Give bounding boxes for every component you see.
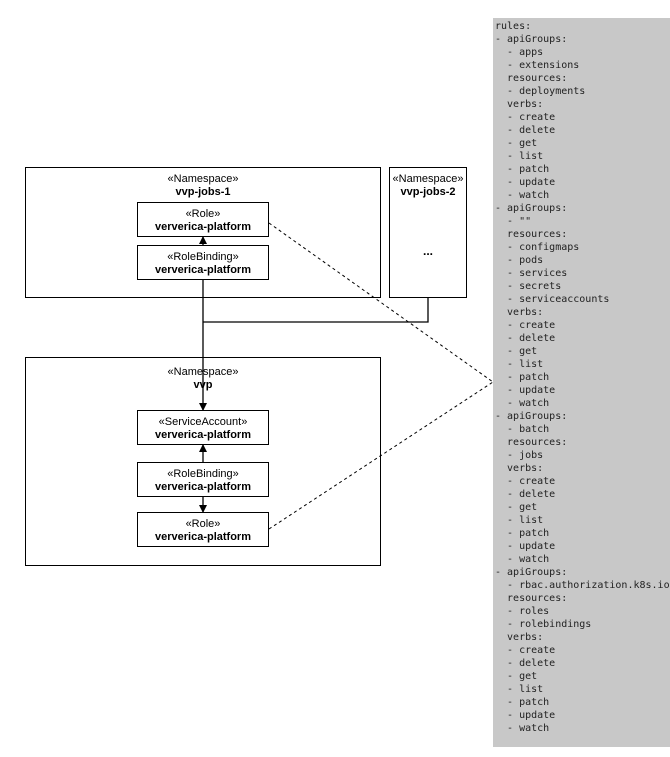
yaml-line: - create [495, 320, 556, 331]
yaml-line: - get [495, 346, 538, 357]
box-stereotype: «Role» [185, 208, 221, 220]
yaml-line: - get [495, 138, 538, 149]
box-stereotype: «RoleBinding» [167, 468, 239, 480]
yaml-line: verbs: [495, 632, 544, 643]
namespace-vvp-jobs-2: «Namespace» vvp-jobs-2 ... [389, 167, 467, 298]
yaml-line: - roles [495, 606, 550, 617]
yaml-line: - batch [495, 424, 550, 435]
yaml-line: - apiGroups: [495, 411, 568, 422]
yaml-line: verbs: [495, 463, 544, 474]
yaml-line: - patch [495, 372, 550, 383]
yaml-line: - list [495, 515, 544, 526]
yaml-line: - apiGroups: [495, 34, 568, 45]
yaml-line: - list [495, 359, 544, 370]
jobs2-binding-line [203, 298, 429, 323]
yaml-line: - update [495, 710, 556, 721]
yaml-line: - apiGroups: [495, 567, 568, 578]
yaml-line: - create [495, 112, 556, 123]
yaml-line: - "" [495, 216, 532, 227]
yaml-line: - deployments [495, 86, 586, 97]
yaml-line: - list [495, 684, 544, 695]
yaml-line: resources: [495, 73, 568, 84]
rolebinding-box-jobs1: «RoleBinding» ververica-platform [137, 245, 269, 280]
namespace-name: vvp-jobs-2 [400, 186, 456, 198]
yaml-line: - serviceaccounts [495, 294, 610, 305]
yaml-line: - apiGroups: [495, 203, 568, 214]
box-name: ververica-platform [155, 481, 251, 493]
yaml-line: resources: [495, 593, 568, 604]
yaml-line: - delete [495, 333, 556, 344]
yaml-line: - get [495, 671, 538, 682]
yaml-line: resources: [495, 437, 568, 448]
box-name: ververica-platform [155, 429, 251, 441]
box-stereotype: «ServiceAccount» [158, 416, 248, 428]
yaml-line: - pods [495, 255, 544, 266]
yaml-line: - watch [495, 554, 550, 565]
yaml-line: - update [495, 541, 556, 552]
yaml-line: - rbac.authorization.k8s.io [495, 580, 670, 591]
box-name: ververica-platform [155, 531, 251, 543]
yaml-line: - patch [495, 697, 550, 708]
yaml-line: - patch [495, 164, 550, 175]
yaml-line: - services [495, 268, 568, 279]
yaml-line: resources: [495, 229, 568, 240]
yaml-line: - jobs [495, 450, 544, 461]
yaml-line: - update [495, 177, 556, 188]
role-to-rules-dashed-jobs1 [268, 222, 494, 383]
yaml-line: - watch [495, 398, 550, 409]
yaml-line: - watch [495, 190, 550, 201]
yaml-line: - create [495, 476, 556, 487]
yaml-line: - extensions [495, 60, 580, 71]
yaml-line: - list [495, 151, 544, 162]
role-to-rules-dashed-vvp [268, 381, 494, 530]
yaml-line: verbs: [495, 307, 544, 318]
rolebinding-box-vvp: «RoleBinding» ververica-platform [137, 462, 269, 497]
namespace-stereotype: «Namespace» [167, 173, 239, 185]
box-name: ververica-platform [155, 221, 251, 233]
yaml-line: - delete [495, 125, 556, 136]
yaml-line: - update [495, 385, 556, 396]
yaml-line: - secrets [495, 281, 562, 292]
namespace-ellipsis: ... [422, 244, 433, 258]
role-box-jobs1: «Role» ververica-platform [137, 202, 269, 237]
yaml-line: - watch [495, 723, 550, 734]
yaml-line: - delete [495, 658, 556, 669]
role-box-vvp: «Role» ververica-platform [137, 512, 269, 547]
rules-yaml-block: rules: - apiGroups: - apps - extensions r… [493, 18, 670, 747]
namespace-stereotype: «Namespace» [392, 173, 464, 185]
yaml-line: - rolebindings [495, 619, 592, 630]
box-stereotype: «RoleBinding» [167, 251, 239, 263]
box-stereotype: «Role» [185, 518, 221, 530]
box-name: ververica-platform [155, 264, 251, 276]
serviceaccount-box-vvp: «ServiceAccount» ververica-platform [137, 410, 269, 445]
yaml-line: - patch [495, 528, 550, 539]
namespace-name: vvp-jobs-1 [175, 186, 231, 198]
yaml-line: - create [495, 645, 556, 656]
yaml-line: - configmaps [495, 242, 580, 253]
yaml-line: - apps [495, 47, 544, 58]
yaml-line: - get [495, 502, 538, 513]
yaml-line: verbs: [495, 99, 544, 110]
yaml-line: - delete [495, 489, 556, 500]
yaml-line: rules: [495, 21, 532, 32]
